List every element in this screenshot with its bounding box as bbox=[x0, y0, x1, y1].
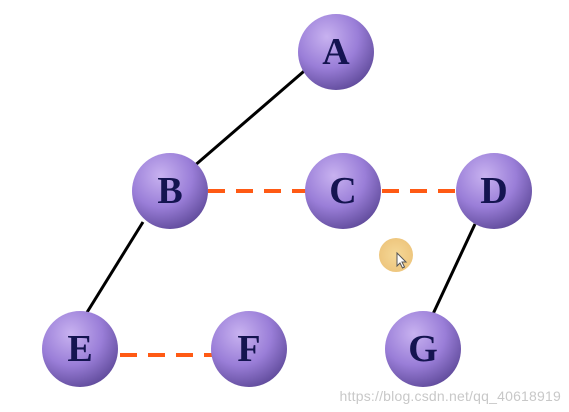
node-d-circle bbox=[456, 153, 532, 229]
arrow-cursor-icon bbox=[396, 251, 408, 269]
node-e: E bbox=[42, 311, 118, 387]
node-a: A bbox=[298, 14, 374, 90]
node-g-circle bbox=[385, 311, 461, 387]
edge-b-e bbox=[84, 221, 145, 315]
node-g-label: G bbox=[408, 328, 438, 370]
cursor-indicator bbox=[379, 238, 413, 272]
node-f-circle bbox=[211, 311, 287, 387]
edges-layer bbox=[84, 64, 477, 357]
node-c-label: C bbox=[329, 170, 356, 212]
node-a-label: A bbox=[322, 31, 350, 73]
edge-d-g bbox=[431, 223, 477, 315]
node-e-label: E bbox=[67, 328, 92, 370]
node-c-circle bbox=[305, 153, 381, 229]
node-e-circle bbox=[42, 311, 118, 387]
node-a-circle bbox=[298, 14, 374, 90]
node-f: F bbox=[211, 311, 287, 387]
node-c: C bbox=[305, 153, 381, 229]
edge-a-b bbox=[192, 64, 311, 169]
node-g: G bbox=[385, 311, 461, 387]
node-d-label: D bbox=[480, 170, 507, 212]
node-d: D bbox=[456, 153, 532, 229]
node-b-circle bbox=[132, 153, 208, 229]
node-b-label: B bbox=[157, 170, 182, 212]
node-b: B bbox=[132, 153, 208, 229]
node-f-label: F bbox=[237, 328, 260, 370]
cursor-highlight bbox=[379, 238, 413, 272]
watermark-text: https://blog.csdn.net/qq_40618919 bbox=[339, 388, 561, 404]
